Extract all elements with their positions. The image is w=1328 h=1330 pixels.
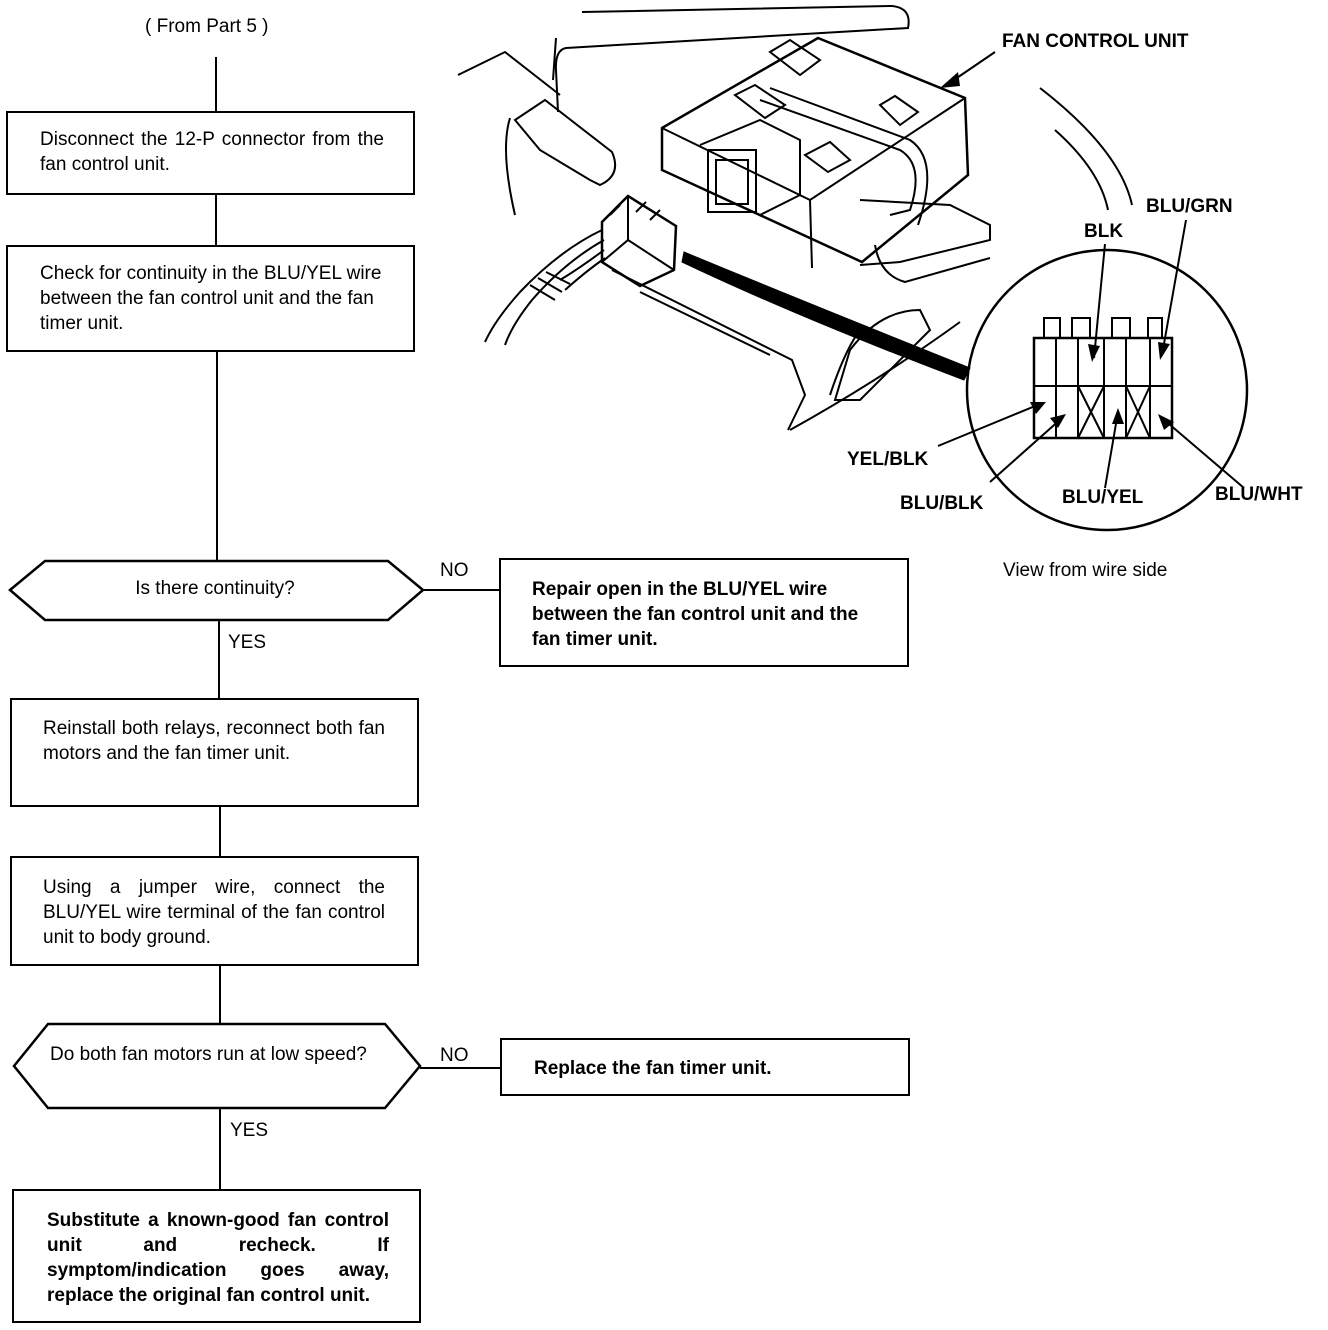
wire-label-yel-blk: YEL/BLK [847, 449, 929, 470]
decision1-no-label: NO [440, 560, 469, 581]
replace-box: Replace the fan timer unit. [500, 1038, 910, 1096]
leader-line [937, 403, 1041, 447]
wire-label-blu-blk: BLU/BLK [900, 493, 984, 514]
decision-fan-motors-text: Do both fan motors run at low speed? [50, 1044, 367, 1065]
leader-line [1093, 243, 1106, 359]
decision-shape [8, 559, 425, 622]
harness-wire [681, 251, 971, 381]
wire-label-blu-wht: BLU/WHT [1215, 484, 1303, 505]
wire-label-blu-yel: BLU/YEL [1062, 487, 1144, 508]
decision-continuity-text: Is there continuity? [135, 578, 295, 599]
decision2-no-label: NO [440, 1045, 469, 1066]
leader-line [1161, 417, 1245, 489]
decision1-yes-label: YES [228, 632, 267, 653]
wire-label-blk: BLK [1084, 221, 1124, 242]
final-box: Substitute a known-good fan control unit… [12, 1189, 421, 1323]
step-jumper-box: Using a jumper wire, connect the BLU/YEL… [10, 856, 419, 966]
fan-control-unit-label: FAN CONTROL UNIT [1002, 31, 1189, 52]
wire-label-blu-grn: BLU/GRN [1146, 196, 1233, 217]
step-disconnect-text: Disconnect the 12-P connector from the f… [40, 129, 384, 175]
fan-control-unit-illustration [457, 4, 1249, 532]
step-disconnect-box: Disconnect the 12-P connector from the f… [6, 111, 415, 195]
final-text: Substitute a known-good fan control unit… [47, 1210, 389, 1306]
decision2-yes-label: YES [230, 1120, 269, 1141]
replace-text: Replace the fan timer unit. [534, 1058, 772, 1079]
step-reinstall-box: Reinstall both relays, reconnect both fa… [10, 698, 419, 807]
repair-text: Repair open in the BLU/YEL wire between … [532, 579, 859, 650]
step-check-continuity-text: Check for continuity in the BLU/YEL wire… [40, 263, 382, 334]
decision-shape [12, 1022, 422, 1110]
leader-line [1104, 411, 1119, 489]
from-part-label: ( From Part 5 ) [145, 16, 269, 37]
step-reinstall-text: Reinstall both relays, reconnect both fa… [43, 718, 385, 764]
leader-line [989, 417, 1063, 483]
view-caption: View from wire side [1003, 560, 1168, 581]
step-check-continuity-box: Check for continuity in the BLU/YEL wire… [6, 245, 415, 352]
step-jumper-text: Using a jumper wire, connect the BLU/YEL… [43, 877, 385, 948]
repair-box: Repair open in the BLU/YEL wire between … [499, 558, 909, 667]
leader-line [1161, 219, 1187, 356]
